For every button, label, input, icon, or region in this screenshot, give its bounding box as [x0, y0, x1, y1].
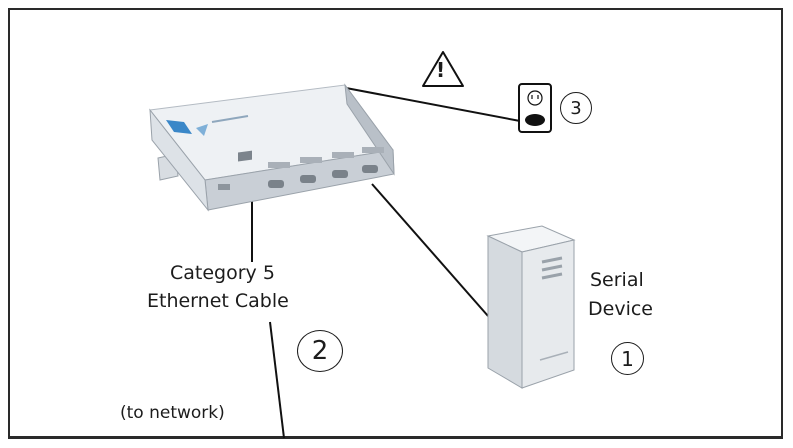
step-1-badge: 1 [611, 342, 644, 375]
cable-label-line2: Ethernet Cable [147, 290, 289, 312]
tower-computer-icon [486, 225, 576, 389]
power-cable [345, 87, 521, 122]
warning-exclamation: ! [436, 58, 446, 82]
power-outlet-icon [518, 83, 552, 133]
serial-device-label-line1: Serial [590, 269, 644, 291]
diagram-frame [8, 8, 783, 439]
cable-label-line1: Category 5 [170, 262, 275, 284]
serial-cable [371, 183, 489, 317]
warning-triangle-icon [422, 51, 464, 87]
ethernet-cable-lower [269, 321, 285, 439]
step-2-badge: 2 [297, 330, 343, 372]
serial-device-label-line2: Device [588, 298, 653, 320]
device-server-icon [149, 83, 395, 212]
step-3-badge: 3 [560, 92, 592, 124]
network-label: (to network) [120, 403, 225, 423]
